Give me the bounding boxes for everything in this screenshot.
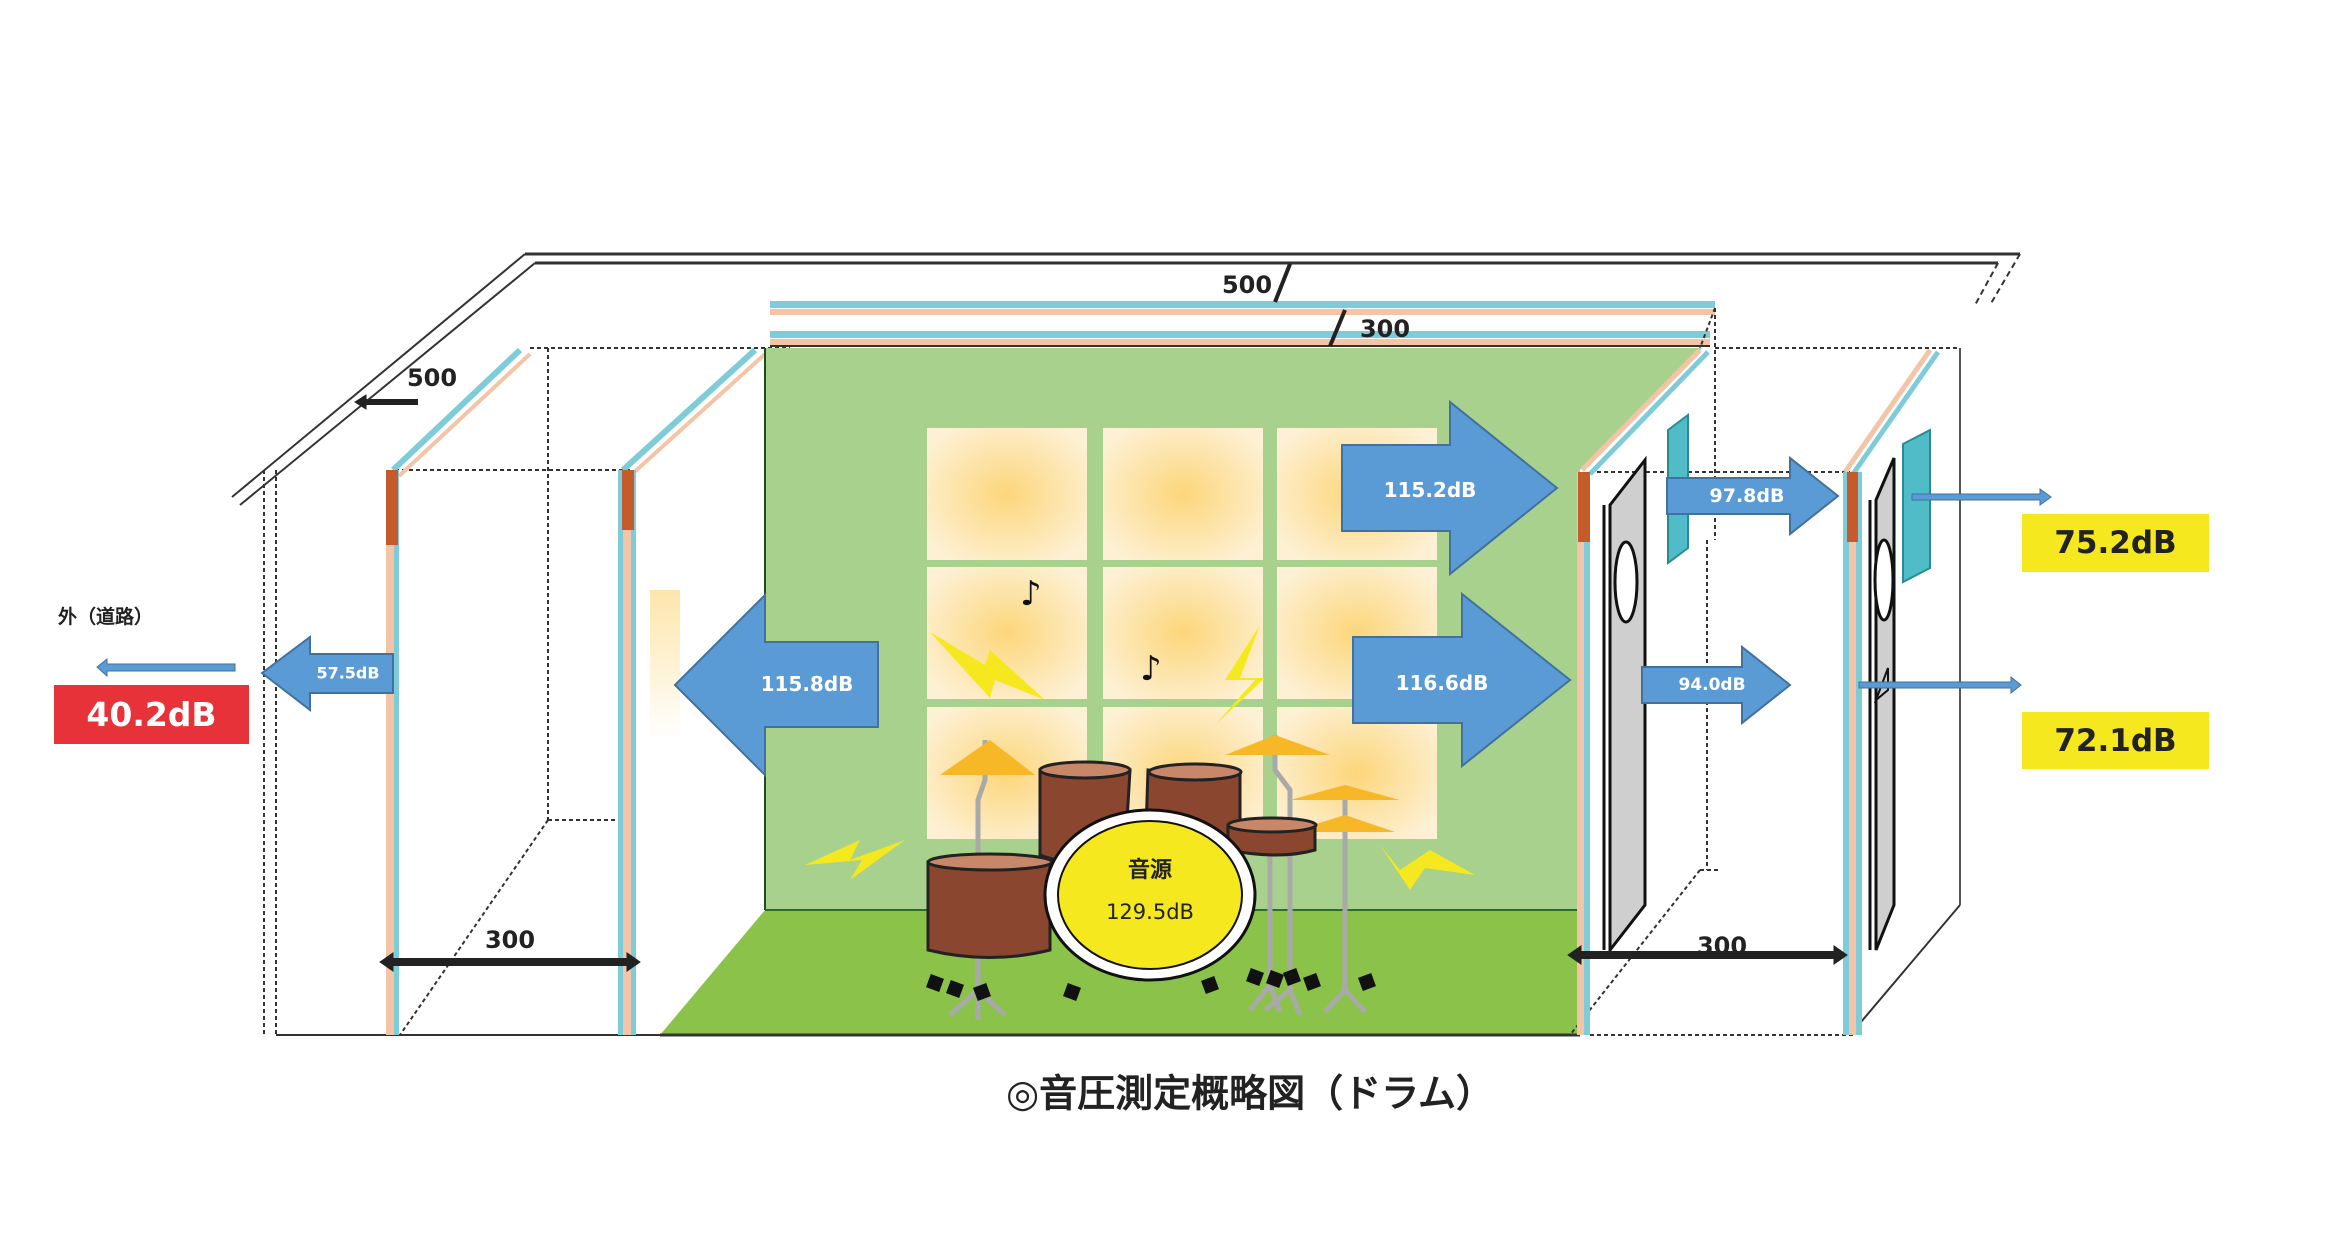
arrow-right-lower-outer [1858,675,2022,695]
dimension-right-bottom: 300 [1696,932,1748,960]
lightning-icon [805,840,905,880]
lightning-icon [930,632,1045,700]
outside-road-label: 外（道路） [58,606,154,628]
arrow-right-upper-outer [1911,488,2052,506]
lightning-icon [1215,625,1265,725]
dimension-left-upper: 500 [406,364,458,392]
wall-accent [386,470,398,545]
diagram-caption: ◎音圧測定概略図（ドラム） [1005,1071,1495,1116]
arrow-right-upper-inner [1341,399,1559,577]
dimension-top-outer: 500 [1221,271,1273,299]
result-right-lower: 72.1dB [2022,712,2209,769]
result-right-upper: 75.2dB [2022,514,2209,572]
outer-shell [231,252,2021,1036]
arrow-right-lower-inner [1352,591,1572,769]
dimension-top-inner: 300 [1359,315,1411,343]
arrow-right-lower-inner-label: 116.6dB [1395,671,1489,695]
acoustic-panel-grid [927,428,1437,839]
arrow-left-outer-label: 57.5dB [316,663,380,683]
acoustic-panel [1277,707,1437,839]
sound-arrows [96,399,2052,778]
music-note-icon: ♪ [1020,574,1042,614]
music-note-icon: ♪ [1140,649,1162,689]
acoustic-panel [1103,428,1263,560]
lightning-icon [1380,845,1475,890]
arrow-left-inner-label: 115.8dB [760,672,854,696]
arrow-right-upper-inner-label: 115.2dB [1383,478,1477,502]
arrow-outside [96,657,236,678]
arrow-right-upper-middle-label: 97.8dB [1709,485,1785,507]
dimension-left-bottom: 300 [484,926,536,954]
arrow-left-outer [260,635,394,713]
door-1 [1602,455,1647,955]
dimension-lines [354,263,1848,972]
window-panel-2 [1902,428,1931,584]
sound-source-label: 音源 [1127,858,1173,883]
left-anteroom [386,347,790,1036]
sound-effects: ♪ ♪ [805,574,1475,890]
sound-source-value: 129.5dB [1106,900,1194,924]
right-rooms [1569,347,1961,1036]
arrow-right-upper-middle [1666,455,1840,537]
arrow-left-inner [673,592,879,778]
acoustic-panel [927,428,1087,560]
result-outside-road: 40.2dB [54,685,249,744]
arrow-right-lower-middle [1641,644,1792,726]
drum-kit [926,735,1400,1020]
door-2 [1868,457,1896,951]
arrow-right-lower-middle-label: 94.0dB [1678,675,1746,695]
